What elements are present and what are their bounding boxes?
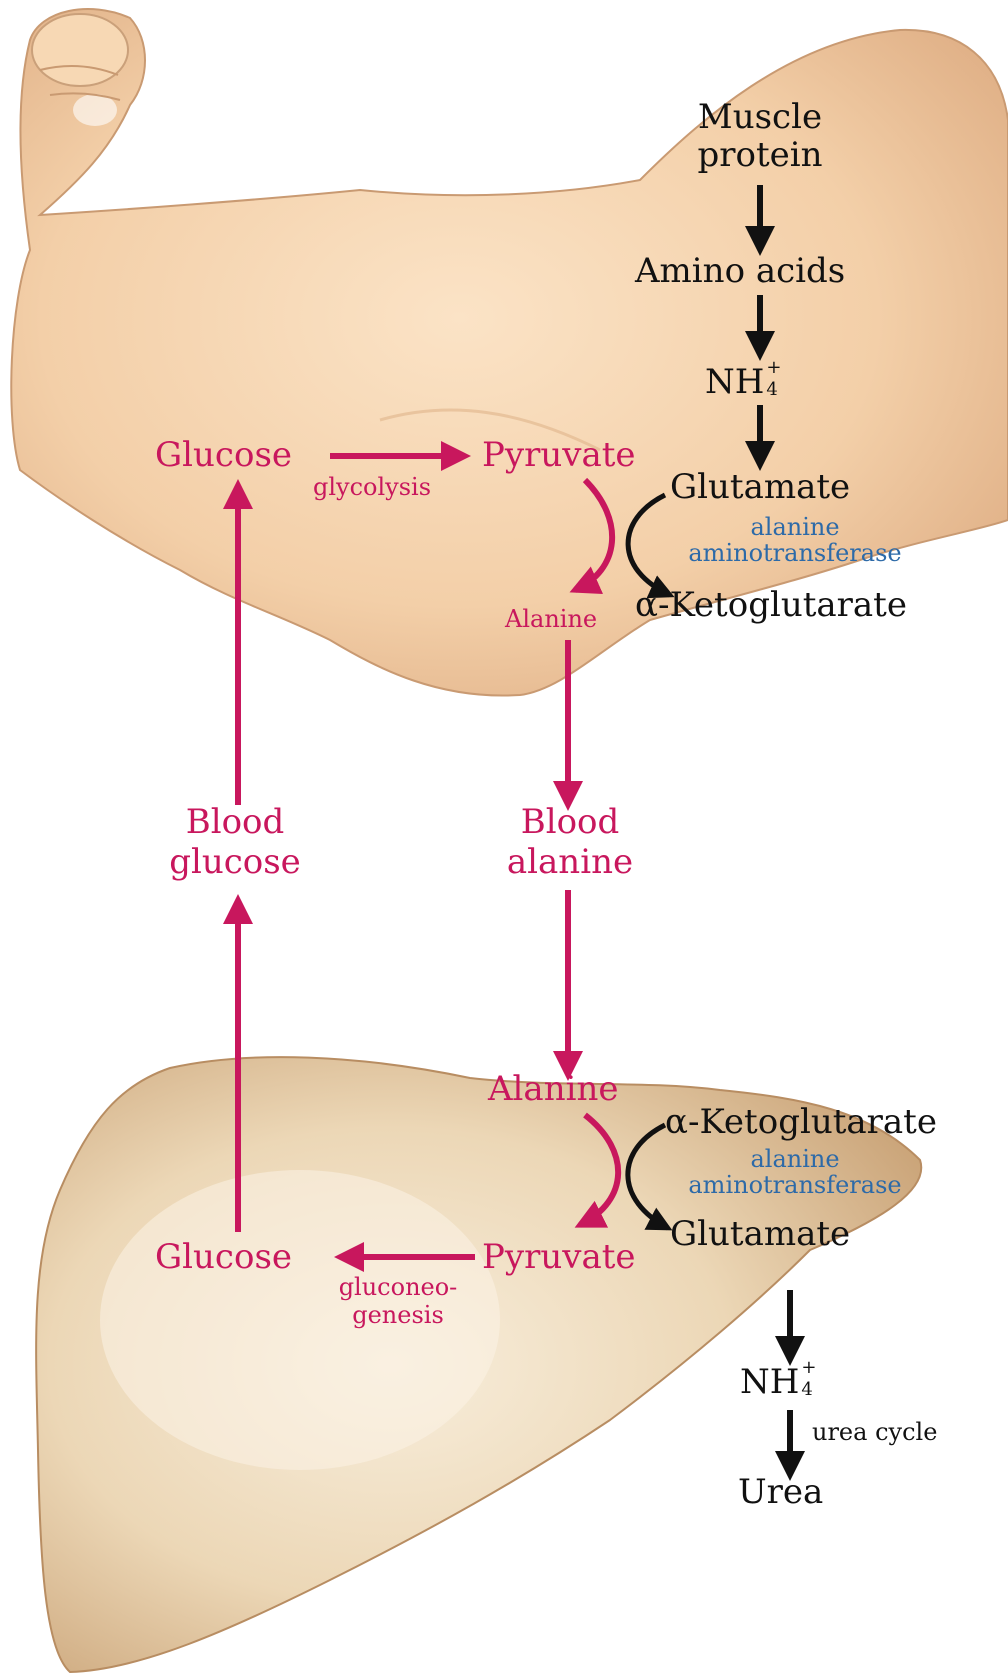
- urea-label: Urea: [738, 1475, 823, 1509]
- liver-ammonium-label: NH+4: [740, 1365, 815, 1399]
- blood-alanine-label: Blood alanine: [485, 805, 655, 879]
- blood-glucose-label: Blood glucose: [150, 805, 320, 879]
- glycolysis-label: glycolysis: [313, 475, 431, 499]
- liver-ketoglutarate-label: α-Ketoglutarate: [665, 1105, 937, 1139]
- muscle-protein-label: Muscle protein: [690, 100, 830, 172]
- liver-glutamate-label: Glutamate: [670, 1217, 850, 1251]
- gluconeogenesis-label: gluconeo- genesis: [318, 1275, 478, 1327]
- liver-alanine-label: Alanine: [488, 1072, 619, 1106]
- liver-glucose-label: Glucose: [155, 1240, 292, 1274]
- muscle-glutamate-label: Glutamate: [670, 470, 850, 504]
- muscle-ammonium-label: NH+4: [705, 365, 780, 399]
- muscle-alanine-label: Alanine: [505, 607, 597, 631]
- muscle-pyruvate-label: Pyruvate: [482, 438, 636, 472]
- muscle-glucose-label: Glucose: [155, 438, 292, 472]
- urea-cycle-label: urea cycle: [812, 1420, 937, 1444]
- amino-acids-label: Amino acids: [635, 254, 845, 288]
- liver-enzyme-label: alanine aminotransferase: [650, 1147, 940, 1197]
- liver-pyruvate-label: Pyruvate: [482, 1240, 636, 1274]
- muscle-enzyme-label: alanine aminotransferase: [650, 515, 940, 565]
- muscle-ketoglutarate-label: α-Ketoglutarate: [635, 588, 907, 622]
